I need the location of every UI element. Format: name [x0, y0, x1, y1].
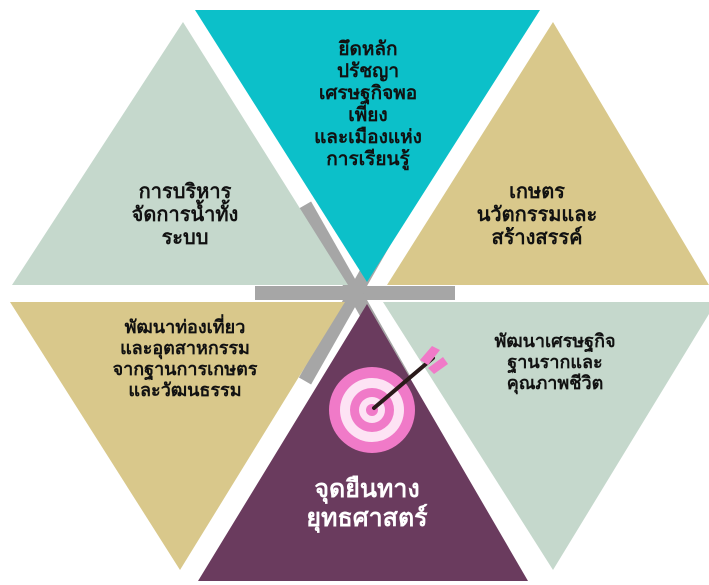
arrow-fletching-lower — [428, 357, 448, 374]
segment-top-shape — [195, 10, 540, 282]
target-icon — [329, 346, 448, 453]
segment-upper-left-shape — [12, 22, 348, 285]
segment-top-label: ยึดหลัก ปรัชญา เศรษฐกิจพอ เพียง และเมือง… — [314, 38, 422, 171]
segment-lower-left-label: พัฒนาท่องเที่ยว และอุตสาหกรรม จากฐานการเ… — [112, 317, 258, 401]
center-strategic-position-label: จุดยืนทาง ยุทธศาสตร์ — [306, 474, 428, 532]
segment-upper-right-shape — [387, 22, 709, 285]
segment-upper-right-label: เกษตร นวัตกรรมและ สร้างสรรค์ — [476, 179, 598, 250]
segment-upper-left-label: การบริหาร จัดการน้ำทั้ง ระบบ — [131, 179, 239, 250]
arrow-fletching-upper — [420, 346, 440, 365]
segment-lower-right-label: พัฒนาเศรษฐกิจ ฐานรากและ คุณภาพชีวิต — [494, 331, 616, 394]
segment-lower-left-shape — [10, 302, 345, 570]
segment-lower-right-shape — [383, 302, 709, 570]
arrow-shaft — [372, 356, 435, 410]
